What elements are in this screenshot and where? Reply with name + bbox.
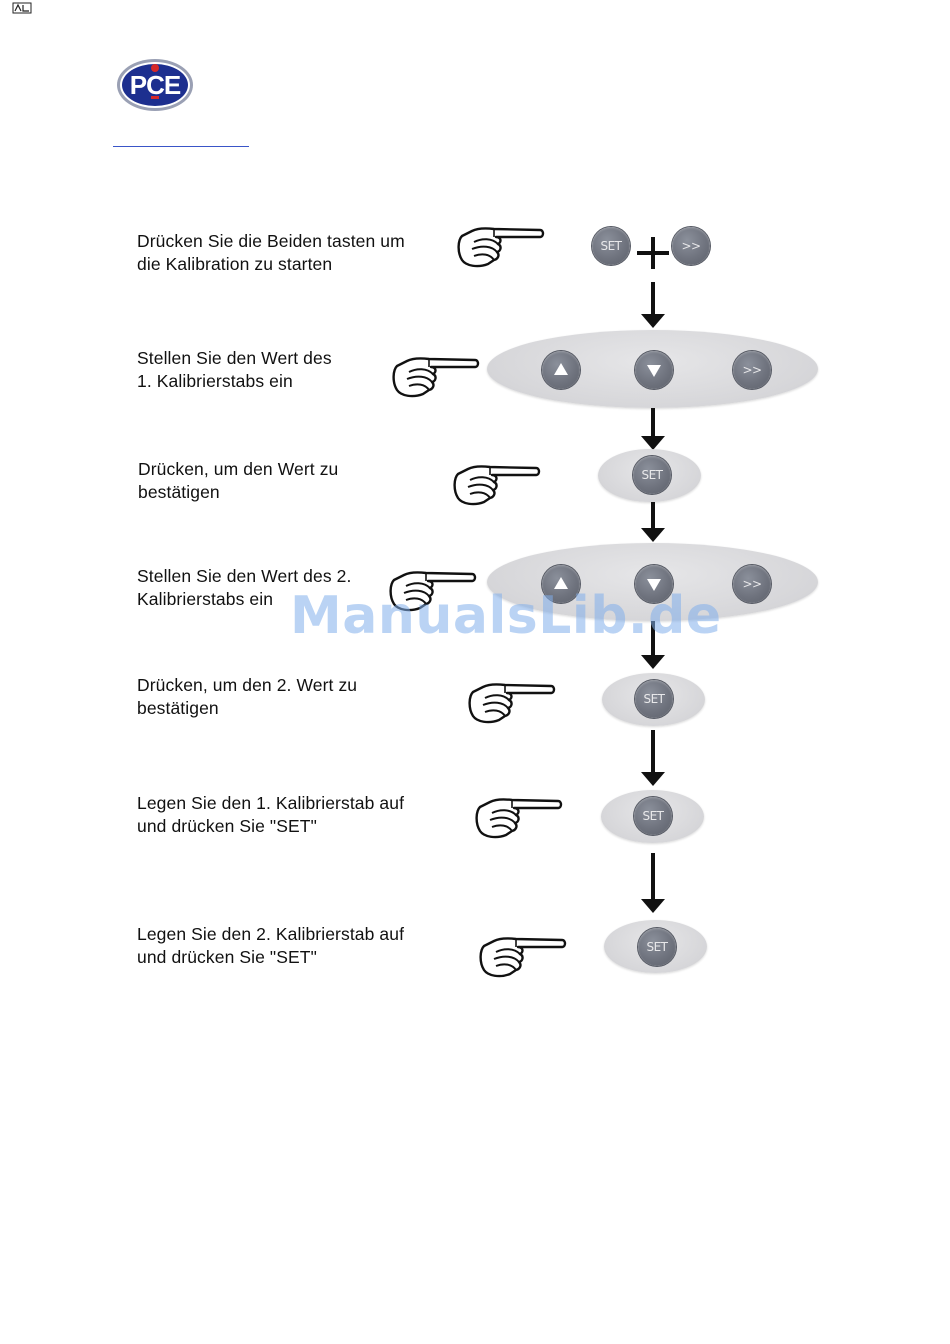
triangle-down-icon [647, 365, 661, 377]
corner-icon [12, 2, 32, 14]
plus-icon [637, 237, 669, 269]
triangle-up-icon [554, 577, 568, 589]
down-button[interactable] [635, 351, 673, 389]
down-arrow-icon [641, 730, 665, 786]
logo-underline [113, 146, 249, 147]
next-button[interactable]: >> [733, 351, 771, 389]
set-button[interactable]: SET [638, 928, 676, 966]
set-button[interactable]: SET [635, 680, 673, 718]
pointing-hand-icon [475, 798, 563, 839]
down-button[interactable] [635, 565, 673, 603]
down-arrow-icon [641, 408, 665, 450]
pce-logo: PCE [117, 59, 193, 111]
pointing-hand-icon [392, 357, 480, 398]
next-button[interactable]: >> [672, 227, 710, 265]
down-arrow-icon [641, 621, 665, 669]
watermark: ManualsLib.de [290, 586, 722, 646]
up-button[interactable] [542, 351, 580, 389]
down-arrow-icon [641, 502, 665, 542]
triangle-down-icon [647, 579, 661, 591]
down-arrow-icon [641, 853, 665, 913]
set-button[interactable]: SET [633, 456, 671, 494]
pointing-hand-icon [479, 937, 567, 978]
up-button[interactable] [542, 565, 580, 603]
pointing-hand-icon [468, 683, 556, 724]
svg-text:PCE: PCE [130, 70, 181, 100]
set-button[interactable]: SET [634, 797, 672, 835]
pointing-hand-icon [453, 465, 541, 506]
triangle-up-icon [554, 363, 568, 375]
down-arrow-icon [641, 282, 665, 328]
set-button[interactable]: SET [592, 227, 630, 265]
pointing-hand-icon [457, 227, 545, 268]
step-4-text: Stellen Sie den Wert des 2.Kalibrierstab… [137, 566, 352, 609]
next-button[interactable]: >> [733, 565, 771, 603]
